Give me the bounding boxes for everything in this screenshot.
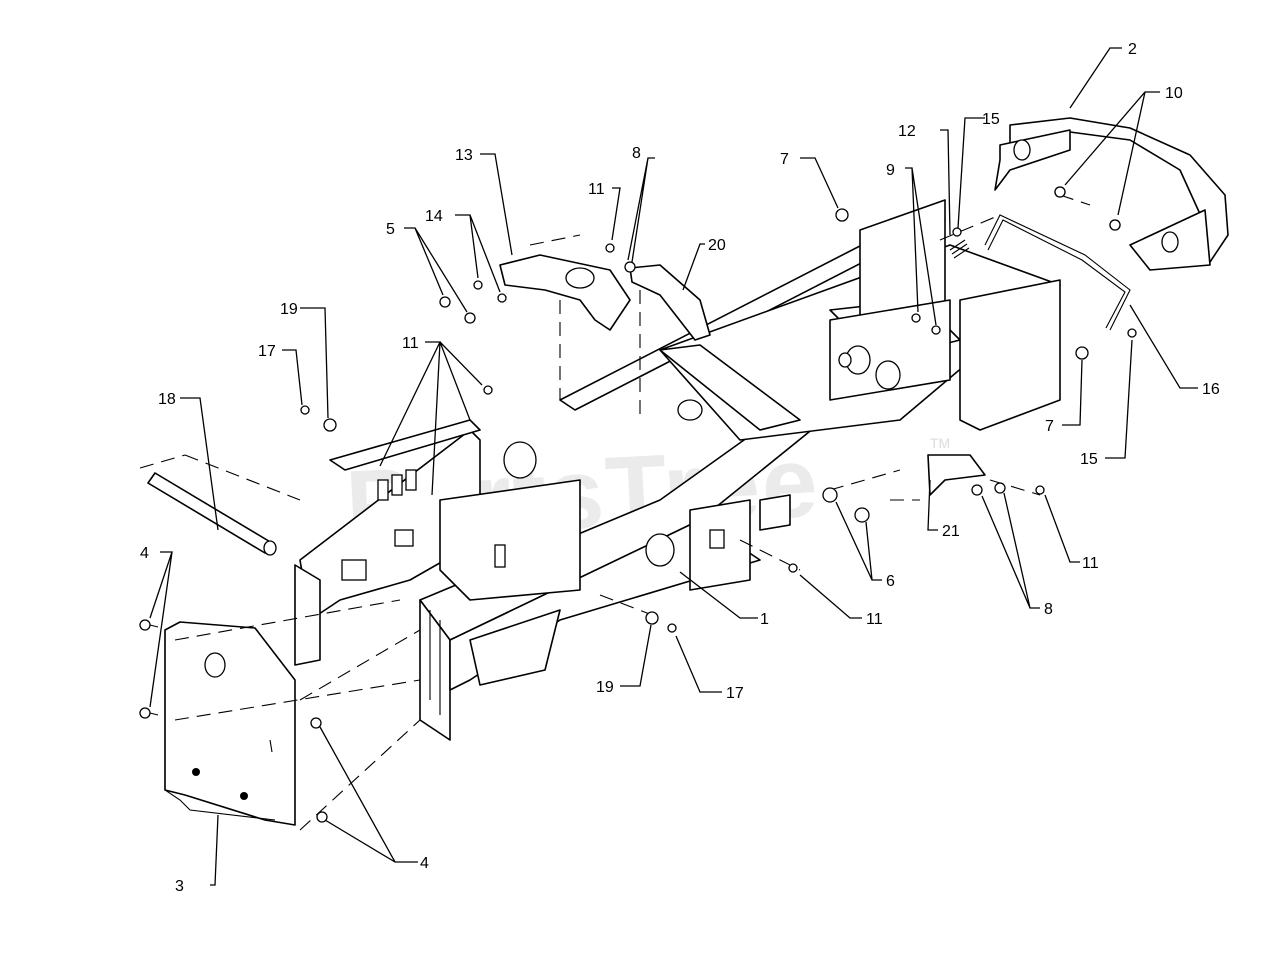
callout-19-front: 19 bbox=[596, 679, 614, 696]
bolt-6-b bbox=[854, 507, 870, 523]
bolt-17-front bbox=[667, 623, 677, 633]
callout-5: 5 bbox=[386, 221, 395, 238]
callout-17-left: 17 bbox=[258, 343, 276, 360]
bolt-5-b bbox=[464, 312, 476, 324]
nut-4-a bbox=[310, 717, 322, 729]
callout-20: 20 bbox=[708, 237, 726, 254]
clip-11-front bbox=[788, 563, 798, 573]
part-20-bracket bbox=[629, 264, 711, 341]
part-18-rod bbox=[139, 454, 301, 556]
bolt-15-right bbox=[1127, 328, 1137, 338]
nut-8-a bbox=[971, 484, 983, 496]
callout-1: 1 bbox=[760, 611, 769, 628]
bolt-4-mid bbox=[139, 707, 159, 719]
bolt-15-top bbox=[952, 227, 962, 237]
watermark-trademark: TM bbox=[930, 435, 950, 451]
nut-9 bbox=[911, 313, 941, 335]
washer-14-a bbox=[473, 280, 483, 290]
callout-11-left: 11 bbox=[402, 335, 419, 352]
callout-8-bottom: 8 bbox=[1044, 601, 1053, 618]
callout-4-bottom: 4 bbox=[420, 855, 429, 872]
washer-19-left bbox=[323, 418, 337, 432]
bolt-4-top bbox=[139, 619, 159, 631]
bolt-7-right bbox=[1075, 346, 1089, 360]
callout-15-right: 15 bbox=[1080, 451, 1098, 468]
callout-9: 9 bbox=[886, 162, 895, 179]
hardware bbox=[139, 186, 1137, 823]
callout-18: 18 bbox=[158, 391, 176, 408]
nut-10-b bbox=[1109, 219, 1121, 231]
callout-7-top: 7 bbox=[780, 151, 789, 168]
callout-19-left: 19 bbox=[280, 301, 298, 318]
bolt-17-left bbox=[300, 405, 310, 415]
callout-7-right: 7 bbox=[1045, 418, 1054, 435]
part-2-rear-bumper bbox=[994, 117, 1229, 271]
callout-21: 21 bbox=[942, 523, 960, 540]
callout-14: 14 bbox=[425, 208, 443, 225]
side-plate-left bbox=[294, 419, 581, 666]
callout-3: 3 bbox=[175, 878, 184, 895]
part-13-bracket bbox=[499, 254, 631, 331]
washer-19-front bbox=[645, 611, 659, 625]
callout-16: 16 bbox=[1202, 381, 1220, 398]
callout-2: 2 bbox=[1128, 41, 1137, 58]
nut-8-b bbox=[994, 482, 1006, 494]
callout-8-top: 8 bbox=[632, 145, 641, 162]
clip-11-top bbox=[605, 243, 615, 253]
bolt-6-a bbox=[822, 487, 838, 503]
callout-15-top: 15 bbox=[982, 111, 1000, 128]
part-3-front-plate bbox=[164, 621, 296, 826]
callout-10: 10 bbox=[1165, 85, 1183, 102]
clip-11-left bbox=[483, 385, 493, 395]
callouts: 2 10 12 15 9 7 8 11 20 13 14 5 11 19 17 … bbox=[140, 41, 1220, 895]
callout-6: 6 bbox=[886, 573, 895, 590]
callout-11-front: 11 bbox=[866, 611, 883, 628]
callout-17-front: 17 bbox=[726, 685, 744, 702]
part-16-hitch-rod bbox=[984, 214, 1131, 331]
callout-4-top: 4 bbox=[140, 545, 149, 562]
callout-13: 13 bbox=[455, 147, 473, 164]
nut-8-top bbox=[624, 261, 636, 273]
callout-11-right: 11 bbox=[1082, 555, 1099, 572]
callout-11-top: 11 bbox=[588, 181, 605, 198]
spring-12 bbox=[949, 239, 970, 259]
washer-14-b bbox=[497, 293, 507, 303]
bolt-5-a bbox=[439, 296, 451, 308]
bolt-7-top bbox=[835, 208, 849, 222]
part-1-main-frame bbox=[419, 199, 1061, 741]
callout-12: 12 bbox=[898, 123, 916, 140]
clip-11-right bbox=[1035, 485, 1045, 495]
nut-10-a bbox=[1054, 186, 1066, 198]
leader-lines bbox=[149, 47, 1198, 886]
nut-4-b bbox=[316, 811, 328, 823]
